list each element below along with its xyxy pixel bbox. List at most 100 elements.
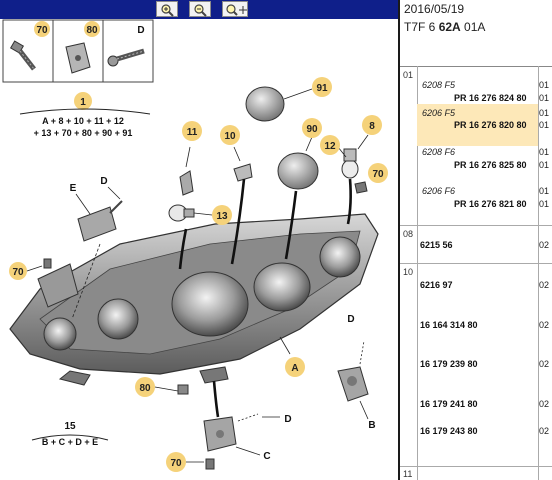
label-d-right: D <box>347 314 354 325</box>
part-ref[interactable]: 6206 F5 <box>422 108 456 118</box>
callout-91[interactable] <box>312 77 332 97</box>
callout-label-80-lower: 80 <box>139 383 151 394</box>
part-qty: 01 <box>539 80 550 90</box>
screw-d-icon <box>107 48 145 67</box>
label-d-top: D <box>100 176 107 187</box>
group-separator <box>400 225 552 226</box>
catalog-date: 2016/05/19 <box>404 2 465 16</box>
callout-a[interactable] <box>285 357 305 377</box>
callout-label-10: 10 <box>224 131 236 142</box>
callout-1[interactable] <box>74 92 92 110</box>
part-qty: 01 <box>539 199 550 209</box>
part-ref[interactable]: 6208 F5 <box>422 80 456 90</box>
bracket-e[interactable] <box>71 200 123 320</box>
left-mount-bracket <box>37 263 79 308</box>
part-qty: 01 <box>539 160 550 170</box>
part-number[interactable]: 16 179 243 80 <box>420 426 478 436</box>
callout-90[interactable] <box>302 118 322 138</box>
table-top-border <box>400 66 552 67</box>
callout-12[interactable] <box>320 135 340 155</box>
label-e: E <box>70 183 77 194</box>
callout-label-70-left: 70 <box>12 267 24 278</box>
brace-top <box>19 108 151 115</box>
inset-callout-80[interactable] <box>84 21 100 37</box>
kit-formula-line2: + 13 + 70 + 80 + 90 + 91 <box>34 128 133 138</box>
group-label-11: 11 <box>403 469 413 479</box>
clip-80-lower-icon <box>177 384 189 395</box>
inset-callout-70[interactable] <box>34 21 50 37</box>
bulb-11[interactable] <box>179 170 194 196</box>
zoom-in-icon <box>161 4 174 17</box>
part-ref[interactable]: 6206 F6 <box>422 186 456 196</box>
callout-70-bottom[interactable] <box>166 452 186 472</box>
zoom-fit-button[interactable] <box>222 1 248 17</box>
part-number[interactable]: 16 179 239 80 <box>420 359 478 369</box>
callout-label-8: 8 <box>369 121 375 132</box>
cover-cap-90[interactable] <box>277 152 319 190</box>
parts-list-panel: 2016/05/19 T7F 6 62A 01A 01 6208 F5 PR 1… <box>400 0 552 480</box>
part-number[interactable]: 6215 56 <box>420 240 453 250</box>
label-b: B <box>368 420 375 431</box>
part-number[interactable]: PR 16 276 824 80 <box>454 93 527 103</box>
part-qty: 02 <box>539 359 550 369</box>
part-number[interactable]: PR 16 276 820 80 <box>454 120 527 130</box>
part-number[interactable]: PR 16 276 821 80 <box>454 199 527 209</box>
part-number[interactable]: PR 16 276 825 80 <box>454 160 527 170</box>
fastener-inset: 70 80 D <box>2 19 154 83</box>
kit-number-15: 15 <box>64 421 76 432</box>
part-number[interactable]: 16 164 314 80 <box>420 320 478 330</box>
group-label-10: 10 <box>403 267 414 277</box>
part-qty: 01 <box>539 147 550 157</box>
part-ref[interactable]: 6208 F6 <box>422 147 456 157</box>
callout-70-right[interactable] <box>368 163 388 183</box>
callout-13[interactable] <box>212 205 232 225</box>
callout-70-left[interactable] <box>9 262 27 280</box>
group-separator <box>400 466 552 467</box>
bracket-c[interactable] <box>203 416 237 452</box>
part-qty: 02 <box>539 320 550 330</box>
exploded-view-diagram: 70 80 D 1 A + 8 + <box>0 19 398 480</box>
bulb-13[interactable] <box>168 204 195 222</box>
callout-label-12: 12 <box>324 141 336 152</box>
callout-10[interactable] <box>220 125 240 145</box>
bulb-10[interactable] <box>233 163 253 182</box>
callout-8[interactable] <box>362 115 382 135</box>
callout-label-70-bottom: 70 <box>170 458 182 469</box>
part-qty: 02 <box>539 280 550 290</box>
part-qty: 01 <box>539 186 550 196</box>
group-label-08: 08 <box>403 229 414 239</box>
bracket-b[interactable] <box>337 366 369 402</box>
clip-nut-80-icon <box>65 42 91 74</box>
zoom-out-button[interactable] <box>189 1 211 17</box>
zoom-in-button[interactable] <box>156 1 178 17</box>
callout-label-90: 90 <box>306 124 318 135</box>
part-qty: 02 <box>539 240 550 250</box>
callout-label-a: A <box>291 363 298 374</box>
part-qty: 01 <box>539 93 550 103</box>
callout-80-lower[interactable] <box>135 377 155 397</box>
label-d-bottom: D <box>284 414 291 425</box>
inset-label-d: D <box>137 25 144 36</box>
callout-label-11: 11 <box>187 127 198 138</box>
inset-label-70: 70 <box>36 25 48 36</box>
part-qty: 02 <box>539 426 550 436</box>
callout-label-70-right: 70 <box>372 169 384 180</box>
callout-label-91: 91 <box>316 83 328 94</box>
cover-cap-91[interactable] <box>245 86 285 122</box>
panel-divider <box>398 0 400 480</box>
qty-column-line <box>538 66 539 480</box>
callout-label-1: 1 <box>80 97 86 108</box>
zoom-out-icon <box>194 4 207 17</box>
callout-label-13: 13 <box>216 211 228 222</box>
group-separator <box>400 263 552 264</box>
bulb-12[interactable] <box>341 148 359 179</box>
part-number[interactable]: 6216 97 <box>420 280 453 290</box>
screw-70-icon <box>9 40 36 71</box>
callout-11[interactable] <box>182 121 202 141</box>
label-c: C <box>263 451 270 462</box>
kit-formula-bottom: B + C + D + E <box>42 437 98 447</box>
part-number[interactable]: 16 179 241 80 <box>420 399 478 409</box>
kit-formula-line1: A + 8 + 10 + 11 + 12 <box>42 116 124 126</box>
part-qty: 02 <box>539 399 550 409</box>
zoom-fit-icon <box>226 4 247 16</box>
